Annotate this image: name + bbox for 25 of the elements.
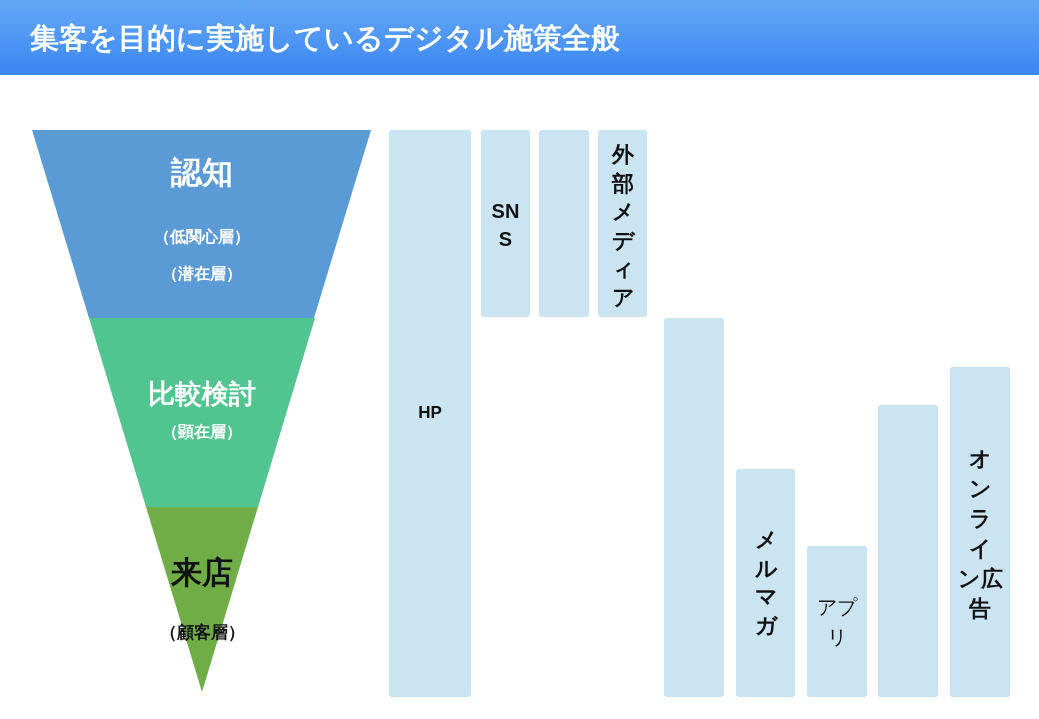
channel-bar	[389, 130, 471, 697]
stage-title: 認知	[170, 154, 233, 192]
channel-bar	[736, 469, 795, 697]
channel-label: オンライン広告	[957, 445, 1003, 623]
channel-label: SNS	[490, 199, 521, 252]
channel-label: HP	[418, 403, 442, 423]
funnel-section	[89, 318, 315, 507]
channel-label: メルマガ	[754, 526, 777, 640]
channel-bar	[878, 405, 938, 697]
funnel-section	[146, 507, 258, 692]
stage-subtitle: （顕在層）	[162, 422, 242, 442]
stage-subtitle: （低関心層）	[153, 227, 250, 247]
stage-title: 比較検討	[148, 377, 256, 411]
channel-bar	[807, 546, 867, 697]
funnel-section	[32, 130, 371, 318]
stage-title: 来店	[171, 554, 233, 592]
channel-bar	[539, 130, 589, 317]
channel-bar	[481, 130, 530, 317]
page-title: 集客を目的に実施しているデジタル施策全般	[30, 20, 620, 56]
channel-label: アプリ	[816, 595, 858, 650]
channel-bar	[598, 130, 647, 317]
stage-subtitle: （潜在層）	[161, 264, 242, 284]
channel-label: 外部メディア	[611, 140, 634, 311]
channel-bar	[950, 367, 1010, 697]
channel-bar	[664, 318, 724, 697]
